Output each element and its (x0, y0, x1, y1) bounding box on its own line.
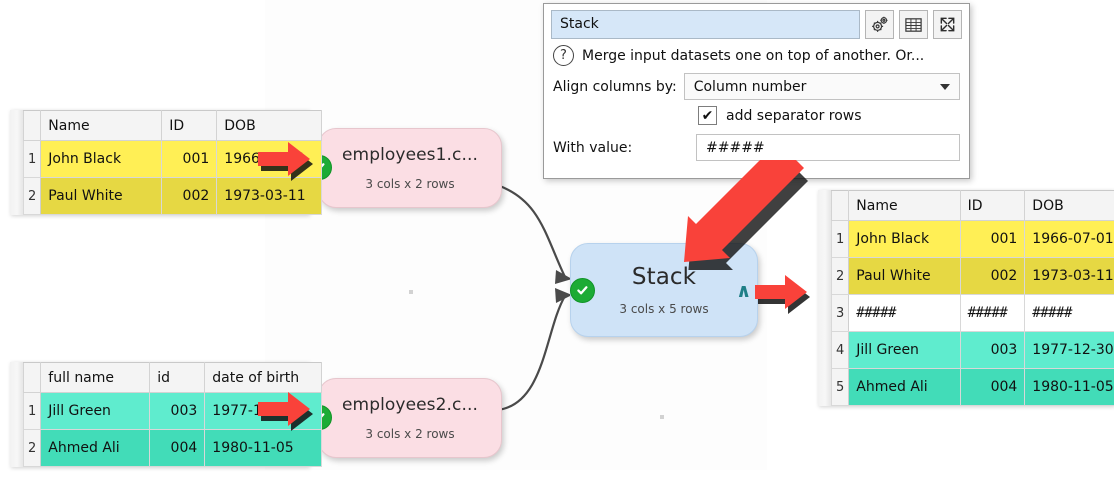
stack-output-table[interactable]: Name ID DOB 1 John Black 001 1966-07-01 … (818, 190, 1114, 406)
node-employees1[interactable]: employees1.c... 3 cols x 2 rows (318, 128, 502, 208)
table-header-row: Name ID DOB (22, 110, 323, 141)
row-number[interactable]: 2 (22, 429, 42, 467)
table-view-button[interactable] (899, 10, 928, 39)
row-number-header (830, 190, 850, 221)
panel-description-row: ? Merge input datasets one on top of ano… (544, 44, 969, 70)
column-header[interactable]: DOB (1024, 190, 1114, 221)
annotation-arrow-input1 (258, 142, 313, 181)
with-value-label: With value: (553, 139, 633, 156)
employees1-input-table[interactable]: Name ID DOB 1 John Black 001 1966-07-01 … (10, 110, 323, 215)
node-subtitle: 3 cols x 2 rows (365, 427, 455, 441)
cell-id[interactable]: 002 (959, 257, 1026, 295)
cell-dob[interactable]: ##### (1024, 294, 1114, 332)
cell-dob[interactable]: 1973-03-11 (1024, 257, 1114, 295)
table-scrollbar-gutter[interactable] (10, 362, 24, 467)
cell-id[interactable]: 002 (161, 177, 218, 215)
node-employees2[interactable]: employees2.c... 3 cols x 2 rows (318, 378, 502, 458)
table-row[interactable]: 5 Ahmed Ali 004 1980-11-05 (830, 368, 1114, 406)
row-number[interactable]: 5 (830, 368, 850, 406)
row-number[interactable]: 3 (830, 294, 850, 332)
panel-header: Stack (544, 4, 969, 44)
node-title: Stack (631, 264, 697, 290)
table-row[interactable]: 4 Jill Green 003 1977-12-30 (830, 331, 1114, 369)
row-number[interactable]: 4 (830, 331, 850, 369)
cell-id[interactable]: 004 (149, 429, 206, 467)
annotation-arrow-separator-value (684, 160, 808, 270)
stack-properties-panel[interactable]: Stack (543, 3, 970, 179)
table-header-row: full name id date of birth (22, 362, 323, 393)
cell-id[interactable]: 003 (959, 331, 1026, 369)
panel-title-input[interactable]: Stack (551, 10, 860, 39)
add-separator-rows-row: ✔ add separator rows (544, 103, 969, 128)
cell-name[interactable]: Jill Green (848, 331, 961, 369)
help-question-icon[interactable]: ? (553, 45, 574, 66)
column-header[interactable]: date of birth (204, 362, 323, 393)
row-number-header (22, 362, 42, 393)
add-separator-rows-checkbox[interactable]: ✔ (698, 106, 717, 125)
row-number-header (22, 110, 42, 141)
column-header[interactable]: ID (161, 110, 218, 141)
column-header[interactable]: full name (40, 362, 151, 393)
cell-dob[interactable]: 1966-07-01 (216, 140, 323, 178)
align-columns-label: Align columns by: (553, 78, 677, 95)
node-collapse-caret-icon[interactable]: ∧ (736, 280, 752, 302)
cell-dob[interactable]: 1977-12-30 (1024, 331, 1114, 369)
table-row[interactable]: 2 Ahmed Ali 004 1980-11-05 (22, 429, 323, 467)
column-header[interactable]: id (149, 362, 206, 393)
row-number[interactable]: 2 (830, 257, 850, 295)
align-columns-value: Column number (693, 78, 807, 95)
table-row[interactable]: 1 John Black 001 1966-07-01 (22, 140, 323, 178)
table-header-row: Name ID DOB (830, 190, 1114, 221)
cell-dob[interactable]: 1966-07-01 (1024, 220, 1114, 258)
cell-name[interactable]: Paul White (848, 257, 961, 295)
node-subtitle: 3 cols x 5 rows (619, 302, 709, 316)
align-columns-row: Align columns by: Column number (544, 70, 969, 103)
cell-dob[interactable]: 1980-11-05 (204, 429, 323, 467)
cell-dob[interactable]: 1980-11-05 (1024, 368, 1114, 406)
column-header[interactable]: DOB (216, 110, 323, 141)
cell-id[interactable]: 001 (959, 220, 1026, 258)
row-number[interactable]: 1 (22, 392, 42, 430)
cell-name[interactable]: John Black (40, 140, 163, 178)
employees2-input-table[interactable]: full name id date of birth 1 Jill Green … (10, 362, 323, 467)
cell-name[interactable]: Paul White (40, 177, 163, 215)
table-scrollbar-gutter[interactable] (10, 110, 24, 215)
expand-button[interactable] (933, 10, 962, 39)
with-value-input[interactable]: ##### (696, 134, 960, 161)
cell-id[interactable]: 003 (149, 392, 206, 430)
add-separator-rows-label[interactable]: add separator rows (726, 107, 862, 124)
annotation-arrow-input2 (258, 392, 313, 431)
node-status-ok-icon (570, 278, 595, 303)
column-header[interactable]: ID (959, 190, 1026, 221)
with-value-row: With value: ##### (544, 128, 969, 164)
cell-dob[interactable]: 1973-03-11 (216, 177, 323, 215)
table-row-separator[interactable]: 3 ##### ##### ##### (830, 294, 1114, 332)
row-number[interactable]: 1 (22, 140, 42, 178)
table-row[interactable]: 2 Paul White 002 1973-03-11 (830, 257, 1114, 295)
column-header[interactable]: Name (40, 110, 163, 141)
panel-description: Merge input datasets one on top of anoth… (582, 47, 925, 64)
table-row[interactable]: 1 John Black 001 1966-07-01 (830, 220, 1114, 258)
node-title: employees2.c... (341, 395, 479, 415)
cell-id[interactable]: ##### (959, 294, 1026, 332)
settings-gears-button[interactable] (865, 10, 894, 39)
cell-id[interactable]: 001 (161, 140, 218, 178)
align-columns-select[interactable]: Column number (683, 73, 960, 100)
canvas-dot (660, 415, 664, 419)
row-number[interactable]: 2 (22, 177, 42, 215)
column-header[interactable]: Name (848, 190, 961, 221)
canvas-dot (409, 290, 413, 294)
cell-name[interactable]: Jill Green (40, 392, 151, 430)
annotation-arrow-output (755, 275, 810, 314)
cell-id[interactable]: 004 (959, 368, 1026, 406)
cell-name[interactable]: Ahmed Ali (40, 429, 151, 467)
node-subtitle: 3 cols x 2 rows (365, 177, 455, 191)
row-number[interactable]: 1 (830, 220, 850, 258)
cell-name[interactable]: ##### (848, 294, 961, 332)
table-row[interactable]: 2 Paul White 002 1973-03-11 (22, 177, 323, 215)
cell-name[interactable]: Ahmed Ali (848, 368, 961, 406)
chevron-down-icon (940, 83, 950, 90)
node-title: employees1.c... (341, 145, 479, 165)
cell-name[interactable]: John Black (848, 220, 961, 258)
